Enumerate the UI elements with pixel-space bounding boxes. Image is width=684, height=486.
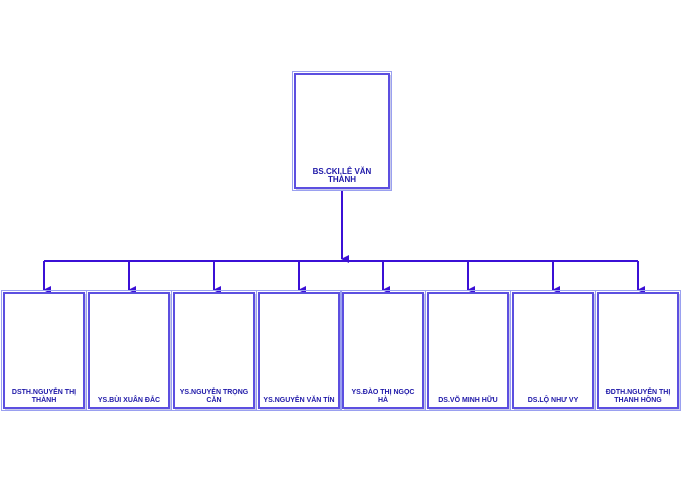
child-node-label: YS.ĐÀO THỊ NGỌC HÀ (351, 389, 415, 404)
child-node-label: ĐDTH.NGUYỄN THỊ THANH HỒNG (605, 389, 671, 404)
child-node-label: YS.BÙI XUÂN ĐẮC (97, 397, 161, 404)
child-node-label: DS.VÕ MINH HỮU (438, 397, 498, 404)
child-node: DS.LỘ NHƯ VY (510, 290, 596, 411)
child-node: ĐDTH.NGUYỄN THỊ THANH HỒNG (595, 290, 681, 411)
child-node: DS.VÕ MINH HỮU (425, 290, 511, 411)
root-node: BS.CKI.LÊ VĂN THÀNH (292, 71, 392, 191)
child-node-label: YS.NGUYỄN TRỌNG CẦN (179, 389, 249, 404)
root-node-label: BS.CKI.LÊ VĂN THÀNH (312, 167, 372, 184)
child-node: DSTH.NGUYỄN THỊ THÀNH (1, 290, 87, 411)
child-node: YS.NGUYỄN TRỌNG CẦN (171, 290, 257, 411)
child-node-label: DS.LỘ NHƯ VY (527, 397, 579, 404)
child-node-label: YS.NGUYỄN VĂN TÍN (263, 397, 335, 404)
child-node: YS.BÙI XUÂN ĐẮC (86, 290, 172, 411)
child-node: YS.NGUYỄN VĂN TÍN (256, 290, 342, 411)
child-node-label: DSTH.NGUYỄN THỊ THÀNH (11, 389, 77, 404)
child-node: YS.ĐÀO THỊ NGỌC HÀ (340, 290, 426, 411)
